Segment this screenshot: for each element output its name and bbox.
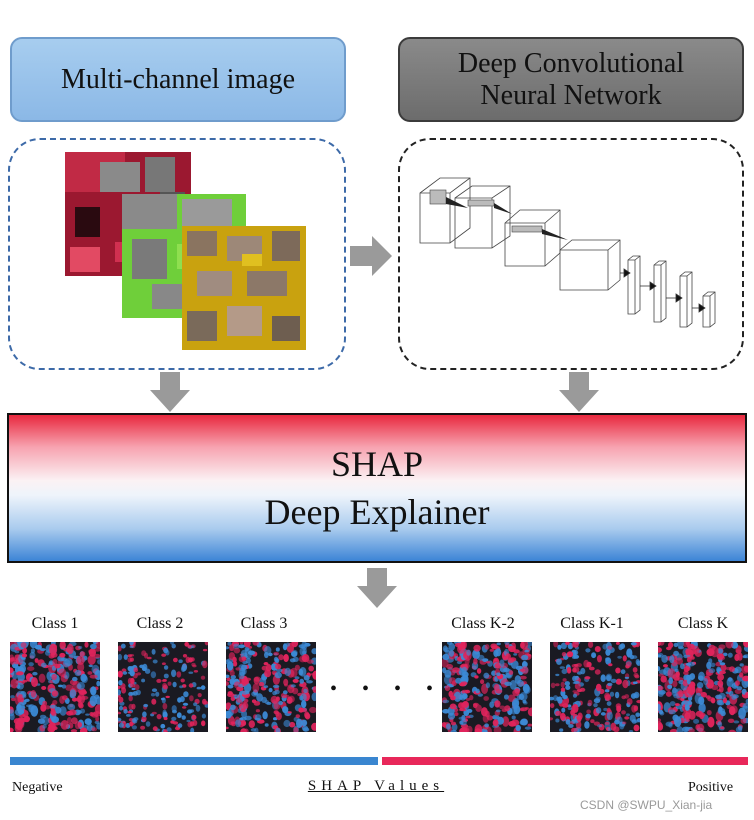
cnn-title-line1: Deep Convolutional xyxy=(457,47,685,79)
arrow-down-left-icon xyxy=(150,372,190,412)
multichannel-image-title-text: Multi-channel image xyxy=(60,63,296,95)
explainer-title-line1: SHAP xyxy=(330,444,424,484)
arrow-down-center-icon xyxy=(357,568,397,608)
shap-deep-explainer-box: SHAP Deep Explainer xyxy=(7,413,747,563)
shap-values-label: SHAP Values xyxy=(307,778,445,794)
shap-map-class-3 xyxy=(226,642,316,732)
negative-scale-bar xyxy=(10,757,378,765)
explainer-title-line2: Deep Explainer xyxy=(264,492,490,532)
class-label-2: Class 2 xyxy=(136,615,184,632)
class-label-k-1: Class K-1 xyxy=(560,615,624,632)
class-label-1: Class 1 xyxy=(31,615,79,632)
multichannel-image-container xyxy=(8,138,346,370)
shap-map-class-k-2 xyxy=(442,642,532,732)
cnn-title: Deep Convolutional Neural Network xyxy=(398,37,744,122)
shap-map-class-k-1 xyxy=(550,642,640,732)
class-label-3: Class 3 xyxy=(240,615,288,632)
shap-map-class-k xyxy=(658,642,748,732)
positive-label: Positive xyxy=(688,780,734,795)
cnn-title-line2: Neural Network xyxy=(480,79,662,111)
cnn-container xyxy=(398,138,744,370)
shap-map-class-1 xyxy=(10,642,100,732)
class-label-k: Class K xyxy=(677,615,729,632)
multichannel-image-title: Multi-channel image xyxy=(10,37,346,122)
watermark: CSDN @SWPU_Xian-jia xyxy=(580,798,713,812)
shap-map-class-2 xyxy=(118,642,208,732)
positive-scale-bar xyxy=(382,757,748,765)
class-label-k-2: Class K-2 xyxy=(451,615,515,632)
channel-image-yellow xyxy=(182,226,306,350)
cnn-architecture-diagram xyxy=(419,177,716,328)
arrow-right-icon xyxy=(350,236,392,276)
arrow-down-right-icon xyxy=(559,372,599,412)
negative-label: Negative xyxy=(12,780,63,795)
ellipsis: • • • • xyxy=(330,678,444,700)
